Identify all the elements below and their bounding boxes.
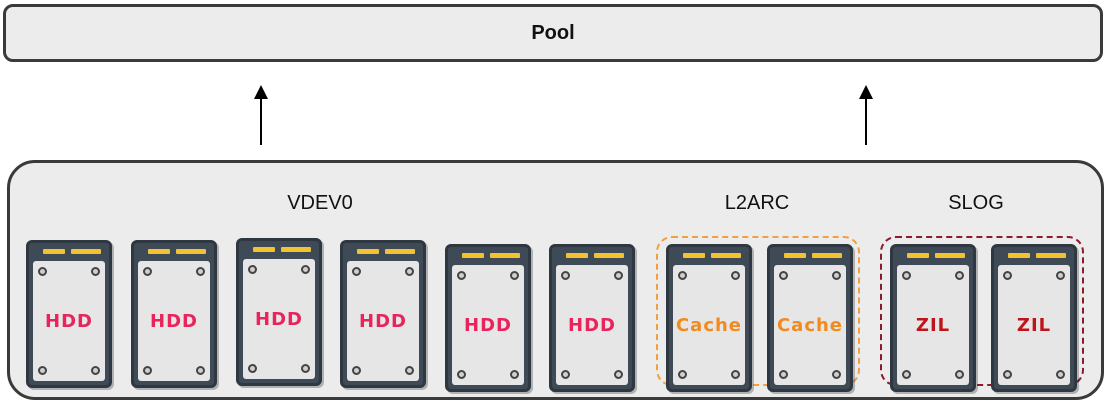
screw-icon [352,366,361,375]
screw-icon [1056,370,1065,379]
pool-box: Pool [3,4,1103,62]
screw-icon [779,370,788,379]
screw-icon [902,271,911,280]
drive-face: HDD [243,259,315,379]
screw-icon [832,271,841,280]
up-arrow-icon [254,85,268,145]
drive-face: Cache [673,265,745,385]
drive-led [281,247,311,252]
drive-led [566,253,588,258]
screw-icon [143,267,152,276]
drive-led [176,249,206,254]
pool-label: Pool [531,21,575,44]
drive-label: HDD [359,310,407,332]
hard-drive-icon: Cache [666,244,752,392]
drive-label: ZIL [1016,314,1052,336]
hard-drive-icon: HDD [549,244,635,392]
drive-label: HDD [45,310,93,332]
screw-icon [38,267,47,276]
screw-icon [731,370,740,379]
screw-icon [832,370,841,379]
screw-icon [1003,271,1012,280]
drive-led [784,253,806,258]
screw-icon [405,267,414,276]
hard-drive-icon: HDD [26,240,112,388]
drive-face: HDD [452,265,524,385]
drive-label: Cache [776,314,844,336]
screw-icon [196,366,205,375]
hard-drive-icon: ZIL [991,244,1077,392]
drive-label: HDD [150,310,198,332]
screw-icon [91,267,100,276]
hard-drive-icon: HDD [340,240,426,388]
drive-face: HDD [347,261,419,381]
hard-drive-icon: Cache [767,244,853,392]
screw-icon [614,370,623,379]
screw-icon [248,364,257,373]
screw-icon [248,265,257,274]
drive-led [357,249,379,254]
drive-led [935,253,965,258]
screw-icon [561,271,570,280]
drive-face: HDD [33,261,105,381]
screw-icon [779,271,788,280]
drive-label: HDD [255,308,303,330]
hard-drive-icon: ZIL [890,244,976,392]
screw-icon [678,370,687,379]
screw-icon [678,271,687,280]
screw-icon [561,370,570,379]
screw-icon [955,271,964,280]
drive-led [907,253,929,258]
hard-drive-icon: HDD [445,244,531,392]
screw-icon [510,271,519,280]
screw-icon [1003,370,1012,379]
drive-label: ZIL [915,314,951,336]
screw-icon [1056,271,1065,280]
drive-led [1008,253,1030,258]
drive-led [43,249,65,254]
drive-label: Cache [675,314,743,336]
l2arc-group-box [656,236,860,386]
drive-face: HDD [138,261,210,381]
drive-led [711,253,741,258]
drive-led [683,253,705,258]
screw-icon [196,267,205,276]
group-label-l2arc: L2ARC [724,192,790,214]
hard-drive-icon: HDD [131,240,217,388]
screw-icon [614,271,623,280]
screw-icon [510,370,519,379]
drive-led [812,253,842,258]
screw-icon [91,366,100,375]
group-label-slog: SLOG [948,192,1004,214]
up-arrow-icon [859,85,873,145]
screw-icon [38,366,47,375]
screw-icon [301,364,310,373]
screw-icon [457,370,466,379]
drive-face: HDD [556,265,628,385]
screw-icon [301,265,310,274]
screw-icon [143,366,152,375]
screw-icon [405,366,414,375]
drive-label: HDD [568,314,616,336]
drive-led [490,253,520,258]
screw-icon [457,271,466,280]
group-label-vdev0: VDEV0 [287,192,353,214]
drive-face: ZIL [998,265,1070,385]
drive-led [462,253,484,258]
drive-led [253,247,275,252]
drive-led [385,249,415,254]
drive-led [1036,253,1066,258]
drive-face: ZIL [897,265,969,385]
screw-icon [902,370,911,379]
screw-icon [731,271,740,280]
drive-led [594,253,624,258]
slog-group-box [880,236,1084,386]
drive-label: HDD [464,314,512,336]
screw-icon [955,370,964,379]
hard-drive-icon: HDD [236,238,322,386]
drive-face: Cache [774,265,846,385]
drive-led [71,249,101,254]
screw-icon [352,267,361,276]
drive-led [148,249,170,254]
